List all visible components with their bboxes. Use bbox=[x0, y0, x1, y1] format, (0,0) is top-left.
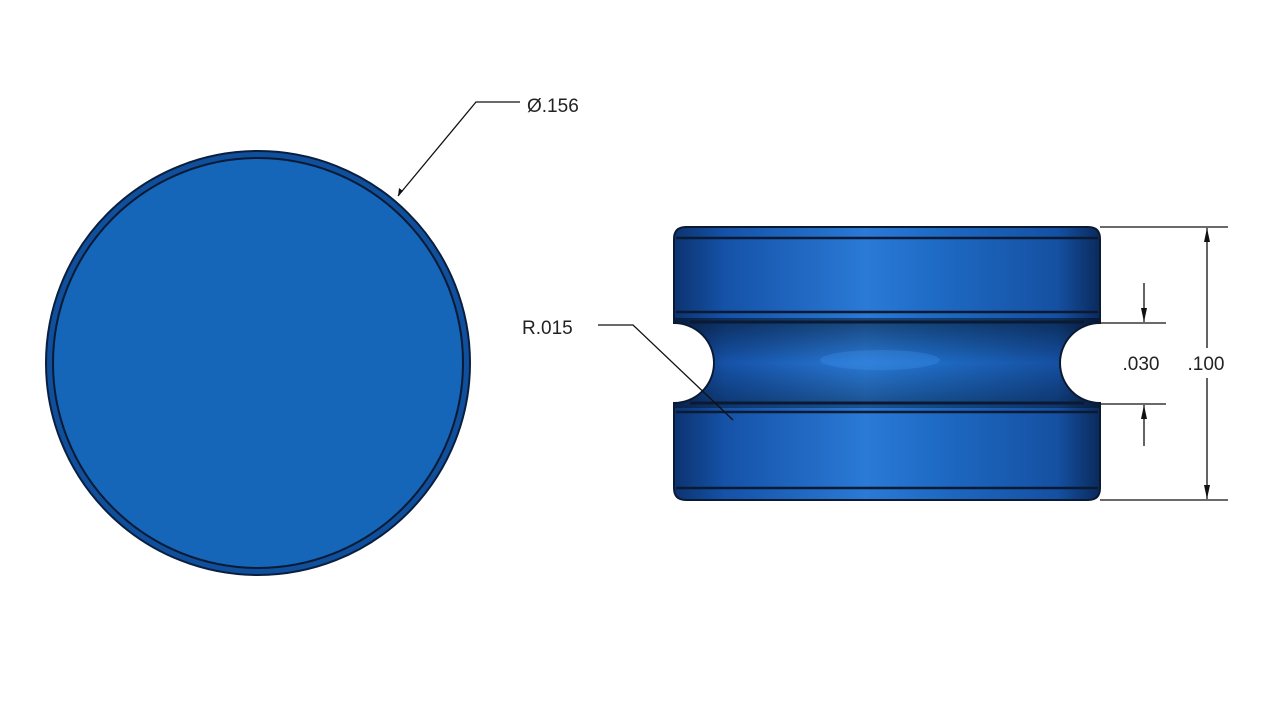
overall-height-label: .100 bbox=[1188, 354, 1225, 375]
dimension-arrows bbox=[398, 188, 1210, 499]
diameter-label: Ø.156 bbox=[527, 96, 579, 117]
top-view bbox=[45, 150, 471, 576]
dimension-lines bbox=[397, 101, 1228, 501]
groove-width-label: .030 bbox=[1123, 354, 1160, 375]
side-view bbox=[673, 226, 1101, 501]
radius-label: R.015 bbox=[522, 318, 573, 339]
radius-leader bbox=[598, 324, 734, 421]
inner-face bbox=[52, 157, 464, 569]
diameter-leader bbox=[397, 101, 520, 197]
